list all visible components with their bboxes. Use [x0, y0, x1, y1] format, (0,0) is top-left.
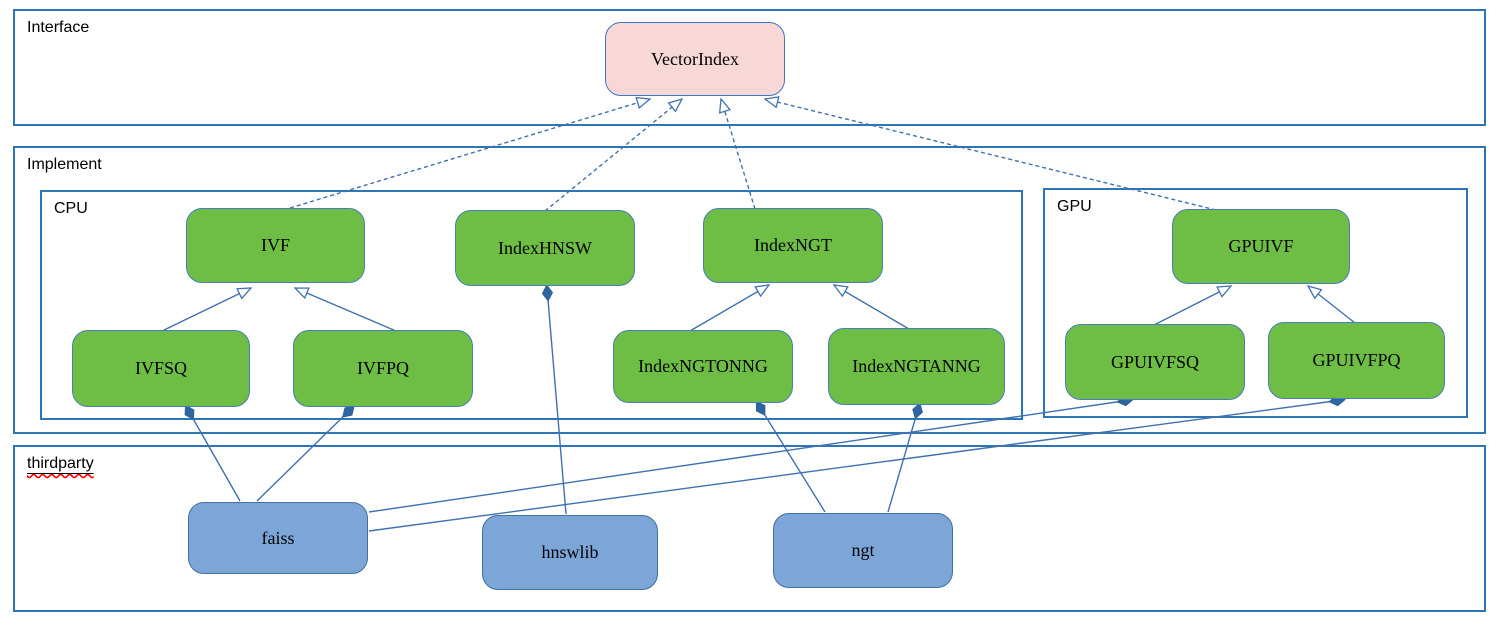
node-ivfsq: IVFSQ — [72, 330, 250, 407]
node-ngt-label: ngt — [851, 540, 875, 560]
section-interface-label: Interface — [27, 19, 90, 36]
node-ivfpq: IVFPQ — [293, 330, 473, 407]
node-ivfsq-label: IVFSQ — [134, 358, 187, 378]
node-gpuivfpq: GPUIVFPQ — [1268, 322, 1445, 399]
node-vectorindex: VectorIndex — [605, 22, 785, 96]
node-indexngt-label: IndexNGT — [754, 235, 832, 255]
node-indexngtanng: IndexNGTANNG — [828, 328, 1005, 405]
node-indexngtonng: IndexNGTONNG — [613, 330, 793, 403]
node-faiss-label: faiss — [261, 527, 295, 548]
node-vectorindex-label: VectorIndex — [651, 48, 739, 69]
node-ivf-label: IVF — [260, 235, 290, 255]
node-gpuivfsq-label: GPUIVFSQ — [1110, 351, 1200, 372]
node-gpuivfsq: GPUIVFSQ — [1065, 324, 1245, 400]
node-gpuivfpq-label: GPUIVFPQ — [1312, 350, 1401, 370]
node-gpuivf: GPUIVF — [1172, 209, 1350, 284]
node-ngt: ngt — [773, 513, 953, 588]
node-indexhnsw: IndexHNSW — [455, 210, 635, 286]
node-hnswlib-label: hnswlib — [541, 542, 599, 562]
node-faiss: faiss — [188, 502, 368, 574]
node-indexngtonng-label: IndexNGTONNG — [638, 356, 768, 376]
section-cpu-label: CPU — [54, 200, 88, 217]
node-indexngtanng-label: IndexNGTANNG — [852, 356, 981, 376]
node-ivf: IVF — [186, 208, 365, 283]
node-ivfpq-label: IVFPQ — [356, 358, 409, 378]
node-indexngt: IndexNGT — [703, 208, 883, 283]
node-indexhnsw-label: IndexHNSW — [498, 237, 592, 258]
section-implement-label: Implement — [27, 156, 102, 173]
node-hnswlib: hnswlib — [482, 515, 658, 590]
node-gpuivf-label: GPUIVF — [1228, 236, 1294, 256]
section-gpu-label: GPU — [1057, 198, 1092, 215]
section-thirdparty-label: thirdparty — [27, 455, 94, 472]
